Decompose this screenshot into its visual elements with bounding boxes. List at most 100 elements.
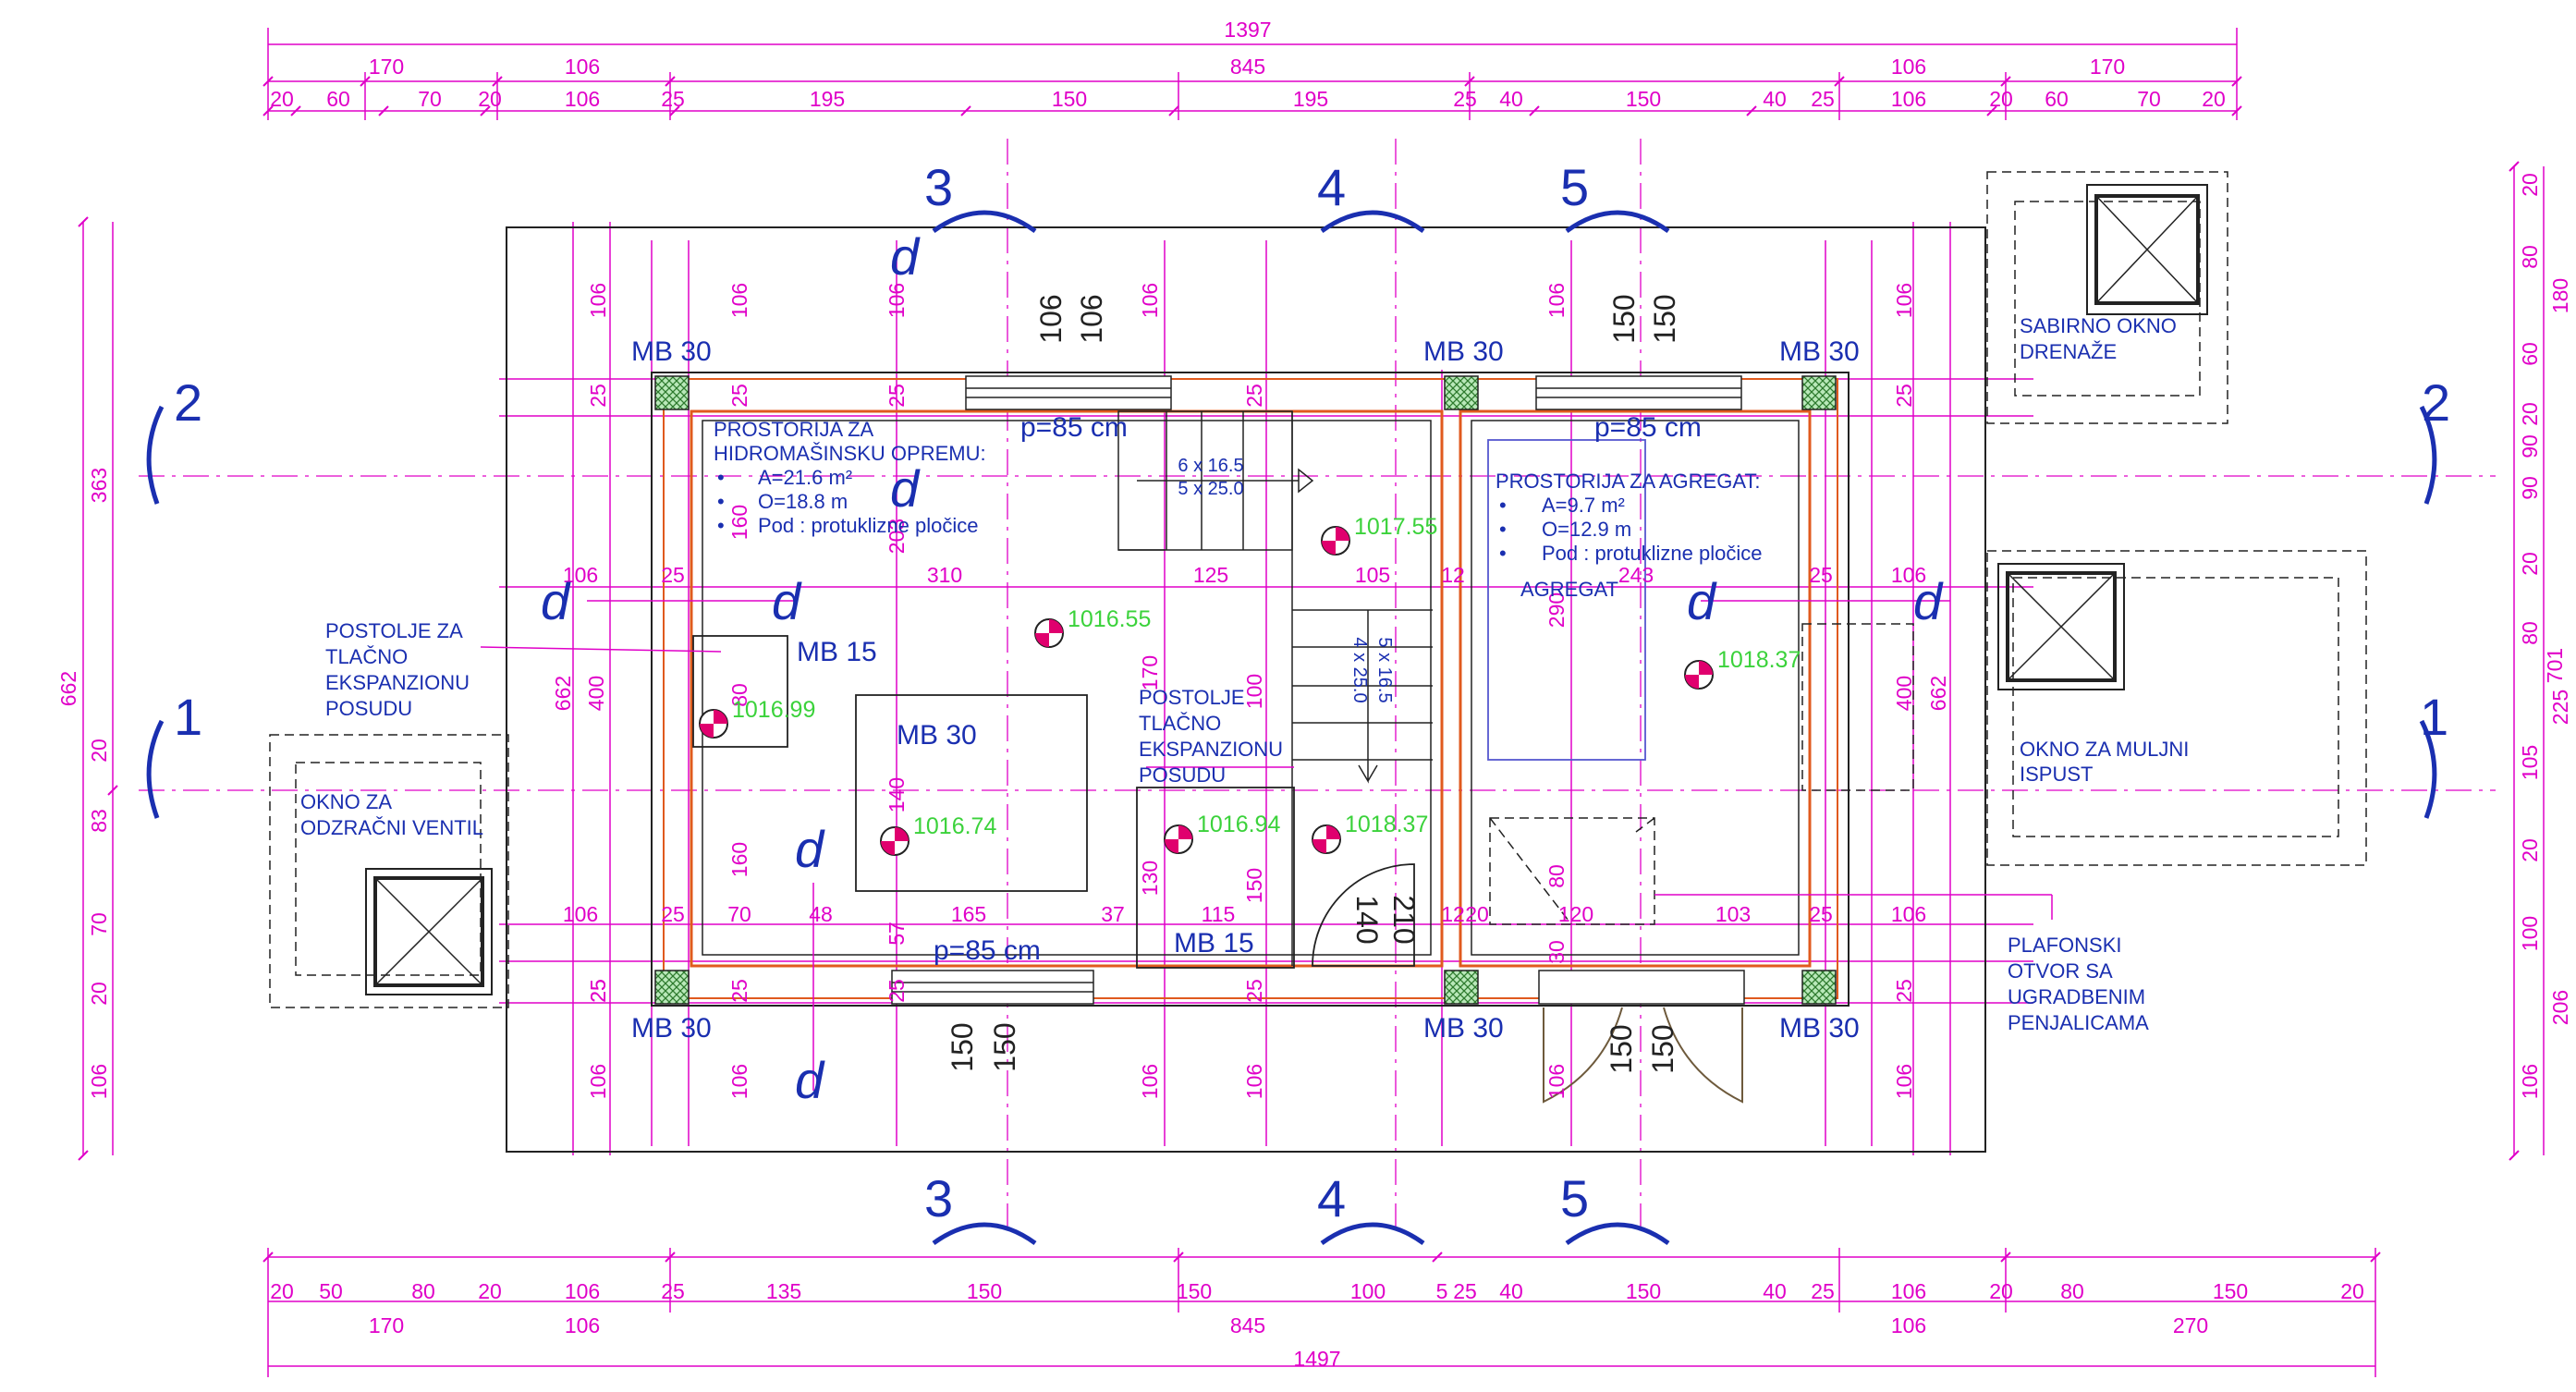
dim-text: 290 bbox=[1544, 592, 1569, 628]
dim-text: 363 bbox=[87, 468, 111, 503]
dim-text: 20 bbox=[1989, 1279, 2013, 1303]
height-label: p=85 cm bbox=[1020, 412, 1128, 443]
dim-text: 203 bbox=[885, 519, 909, 554]
d-mark: d bbox=[541, 572, 571, 630]
section-numbers: 2 2 1 1 3 3 4 4 5 5 bbox=[174, 158, 2450, 1227]
stair-labels: 6 x 16.5 5 x 25.0 5 x 16.5 4 x 25.0 bbox=[1178, 456, 1395, 703]
dim-text: 106 bbox=[586, 1064, 610, 1099]
dim-text: 103 bbox=[1715, 902, 1751, 926]
dim-text: 100 bbox=[1242, 674, 1266, 709]
dim-text: 106 bbox=[1034, 294, 1068, 343]
dim-text: 20 bbox=[478, 87, 502, 111]
dim-text: 60 bbox=[2045, 87, 2069, 111]
dim-text: 12 bbox=[1441, 902, 1465, 926]
dim-text: 106 bbox=[1892, 283, 1916, 318]
dim-text: 206 bbox=[2548, 990, 2572, 1025]
room-title: HIDROMAŠINSKU OPREMU: bbox=[714, 442, 986, 465]
d-mark: d bbox=[890, 459, 921, 518]
top-windows bbox=[891, 375, 1745, 1005]
dim-text: 25 bbox=[1892, 384, 1916, 408]
level-markers bbox=[699, 526, 1714, 856]
agregat-label: AGREGAT bbox=[1520, 578, 1618, 601]
dim-text: 20 bbox=[270, 87, 294, 111]
note-line: UGRADBENIM bbox=[2008, 985, 2145, 1008]
dim-text: 25 bbox=[661, 563, 685, 587]
dim-text: 25 bbox=[1811, 1279, 1835, 1303]
dim-text: 845 bbox=[1230, 1313, 1265, 1337]
dimension-lines bbox=[82, 28, 2545, 1377]
hydro-room-inner bbox=[702, 420, 1432, 956]
section-number: 3 bbox=[924, 158, 953, 216]
double-door bbox=[1543, 1007, 1743, 1104]
annotation-notes: POSTOLJE ZA TLAČNO EKSPANZIONU POSUDU PO… bbox=[300, 314, 2189, 1034]
dim-text: 25 bbox=[885, 979, 909, 1003]
quartered-circle-icon bbox=[1164, 824, 1193, 854]
window-width-texts: 106 106 150 150 150 150 150 150 140 210 bbox=[946, 294, 1681, 1073]
room-area: A=21.6 m² bbox=[758, 466, 852, 489]
dim-text: 20 bbox=[2518, 838, 2542, 862]
leader-lines bbox=[480, 600, 2053, 1091]
note-line: ISPUST bbox=[2020, 763, 2093, 786]
dim-text: 195 bbox=[810, 87, 845, 111]
mb30-label: MB 30 bbox=[631, 1013, 712, 1044]
material-labels: MB 30 MB 30 MB 30 MB 30 MB 30 MB 30 MB 3… bbox=[631, 336, 1860, 1044]
dim-text: 48 bbox=[809, 902, 833, 926]
dim-text: 25 bbox=[586, 979, 610, 1003]
d-mark: d bbox=[1687, 572, 1717, 630]
outer-slab-outline bbox=[506, 226, 1986, 1153]
dim-text: 40 bbox=[1499, 1279, 1523, 1303]
dim-text: 125 bbox=[1193, 563, 1228, 587]
note-line: ODZRAČNI VENTIL bbox=[300, 816, 483, 839]
dim-text: 106 bbox=[1892, 1064, 1916, 1099]
dim-text: 25 bbox=[1453, 87, 1477, 111]
dim-text: 25 bbox=[661, 902, 685, 926]
dim-text: 25 bbox=[661, 87, 685, 111]
dim-text: 106 bbox=[1891, 1279, 1926, 1303]
stairs bbox=[1117, 410, 1433, 966]
section-number: 5 bbox=[1560, 158, 1589, 216]
dim-text: 20 bbox=[2518, 173, 2542, 197]
dim-text: 106 bbox=[2518, 1064, 2542, 1099]
dim-text: 25 bbox=[1809, 902, 1833, 926]
dim-text: 60 bbox=[2518, 342, 2542, 366]
dim-text: 160 bbox=[727, 842, 751, 877]
room-perimeter: O=18.8 m bbox=[758, 490, 848, 513]
room-agregat-info: PROSTORIJA ZA AGREGAT: • A=9.7 m² • O=12… bbox=[1496, 470, 1762, 601]
room-title: PROSTORIJA ZA AGREGAT: bbox=[1496, 470, 1760, 493]
dim-text: 20 bbox=[87, 739, 111, 763]
dim-text: 243 bbox=[1618, 563, 1654, 587]
dim-text: 150 bbox=[946, 1022, 979, 1071]
d-mark: d bbox=[795, 820, 825, 878]
d-mark: d bbox=[1913, 572, 1944, 630]
dimension-ticks bbox=[78, 76, 2520, 1263]
dim-text: 106 bbox=[586, 283, 610, 318]
dim-text: 150 bbox=[1177, 1279, 1212, 1303]
mb30-label: MB 30 bbox=[1423, 1013, 1504, 1044]
dim-text: 80 bbox=[2518, 245, 2542, 269]
note-line: DRENAŽE bbox=[2020, 340, 2117, 363]
dim-text: 270 bbox=[2173, 1313, 2208, 1337]
dim-text: 845 bbox=[1230, 55, 1265, 79]
dim-text: 20 bbox=[2518, 402, 2542, 426]
room-floor: Pod : protuklizne pločice bbox=[1542, 542, 1762, 565]
dim-text: 150 bbox=[1646, 1024, 1679, 1073]
dim-text: 20 bbox=[87, 982, 111, 1006]
mb30-label: MB 30 bbox=[1779, 336, 1860, 367]
dim-text: 40 bbox=[1499, 87, 1523, 111]
crossed-square-icon bbox=[2086, 184, 2208, 315]
dim-text: 25 bbox=[727, 979, 751, 1003]
room-floor: Pod : protuklizne pločice bbox=[758, 514, 978, 537]
mb30-label: MB 30 bbox=[1779, 1013, 1860, 1044]
room-hydro-info: PROSTORIJA ZA HIDROMAŠINSKU OPREMU: • A=… bbox=[714, 418, 986, 537]
room-perimeter: O=12.9 m bbox=[1542, 518, 1631, 541]
dim-text: 170 bbox=[369, 1313, 404, 1337]
hatched-square-icon bbox=[654, 970, 690, 1005]
dim-text: 120 bbox=[1558, 902, 1593, 926]
manhole-left bbox=[269, 734, 509, 1008]
dim-text: 180 bbox=[2548, 278, 2572, 313]
mb30-label: MB 30 bbox=[1423, 336, 1504, 367]
dim-text: 150 bbox=[967, 1279, 1002, 1303]
dim-text: 25 bbox=[1811, 87, 1835, 111]
column-icons bbox=[654, 375, 1837, 1005]
mb30-label: MB 30 bbox=[897, 720, 977, 751]
